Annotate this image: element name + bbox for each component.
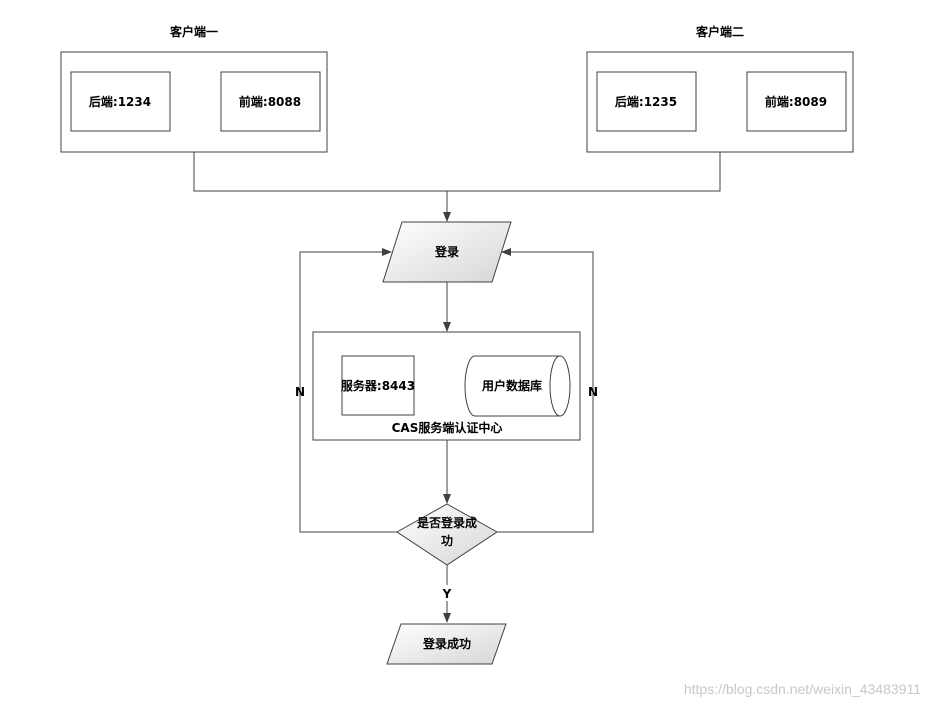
no-loop-left [299,248,397,533]
cas-database-label: 用户数据库 [481,378,542,393]
cas-server-label: 服务器:8443 [341,378,415,393]
client1-frontend-label: 前端:8088 [239,94,301,109]
watermark: https://blog.csdn.net/weixin_43483911 [684,681,921,697]
cas-database-shape-edge [549,355,561,417]
clients-merge-connector [193,152,721,192]
decision-label-line2: 功 [441,533,453,548]
client1-backend-label: 后端:1234 [89,94,151,109]
client2-backend-box [596,71,697,132]
success-label: 登录成功 [422,636,471,651]
no-loop-right [497,248,594,533]
client2-title: 客户端二 [695,24,744,39]
no-label-left: N [295,385,305,399]
yes-label-bg [439,585,455,601]
client1-backend-box [70,71,171,132]
login-label: 登录 [434,244,459,259]
login-parallelogram [382,221,512,283]
success-parallelogram [386,623,507,665]
no-label-right: N [588,385,598,399]
cas-title: CAS服务端认证中心 [392,420,503,435]
cas-server-box [341,355,415,416]
client2-backend-label: 后端:1235 [615,94,677,109]
client2-frontend-label: 前端:8089 [765,94,827,109]
yes-label: Y [442,587,452,601]
client2-frontend-box [746,71,847,132]
client1-frontend-box [220,71,321,132]
decision-label-line1: 是否登录成 [416,515,477,530]
client1-title: 客户端一 [169,24,218,39]
